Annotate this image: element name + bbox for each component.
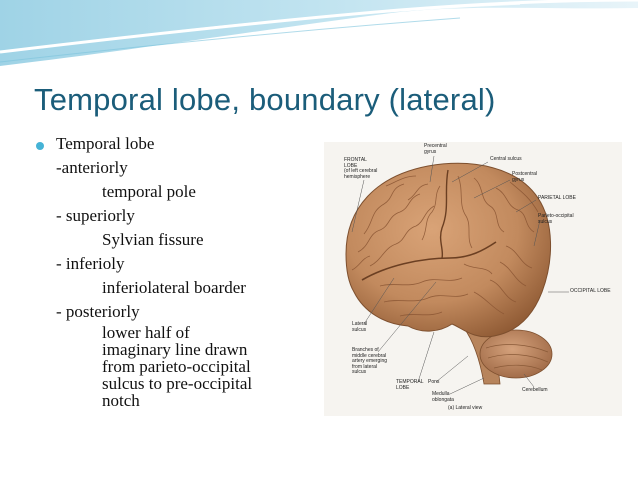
superior-value: Sylvian fissure [102, 230, 204, 249]
label-central-sulcus: Central sulcus [490, 156, 522, 162]
header-wave-decoration [0, 0, 638, 66]
posterior-value-line: lower half of [102, 323, 190, 342]
label-lateral-sulcus: Lateral sulcus [352, 321, 368, 333]
posterior-value-line: imaginary line drawn [102, 340, 248, 359]
posterior-value-line: notch [102, 391, 140, 410]
label-postcentral-gyrus: Postcentral gyrus [512, 171, 538, 183]
posterior-value-line: sulcus to pre-occipital [102, 374, 253, 393]
brain-figure: FRONTAL LOBE (of left cerebral hemispher… [324, 142, 622, 416]
lateral-sulcus-line [361, 241, 497, 281]
label-pons: Pons [428, 379, 440, 385]
cerebrum-shape [345, 162, 552, 338]
inferior-heading: - inferioly [56, 254, 125, 273]
label-parieto-occipital-sulcus: Parieto-occipital sulcus [538, 213, 574, 225]
label-branches: Branches of middle cerebral artery emerg… [352, 347, 388, 375]
slide-title: Temporal lobe, boundary (lateral) [34, 82, 496, 117]
label-frontal-lobe: FRONTAL LOBE (of left cerebral hemispher… [344, 157, 378, 180]
bullet-main: Temporal lobe [56, 134, 155, 153]
label-parietal-lobe: PARIETAL LOBE [538, 195, 576, 201]
central-sulcus-line [439, 169, 449, 259]
posterior-heading: - posteriorly [56, 302, 140, 321]
posterior-value-line: from parieto-occipital [102, 357, 251, 376]
label-leaders [351, 155, 569, 395]
label-temporal-lobe: TEMPORAL LOBE [396, 379, 424, 391]
label-precentral-gyrus: Precentral gyrus [424, 143, 447, 155]
anterior-heading: -anteriorly [56, 158, 128, 177]
label-occipital-lobe: OCCIPITAL LOBE [570, 288, 611, 294]
figure-caption: (a) Lateral view [448, 405, 483, 411]
brain-illustration [345, 162, 553, 385]
anterior-value: temporal pole [102, 182, 196, 201]
gyri-texture [351, 175, 539, 317]
label-medulla: Medulla oblongata [432, 391, 454, 403]
cerebellum-shape [479, 329, 553, 379]
label-cerebellum: Cerebellum [522, 387, 548, 393]
bullet-icon [36, 142, 44, 150]
inferior-value: inferiolateral boarder [102, 278, 246, 297]
superior-heading: - superiorly [56, 206, 135, 225]
